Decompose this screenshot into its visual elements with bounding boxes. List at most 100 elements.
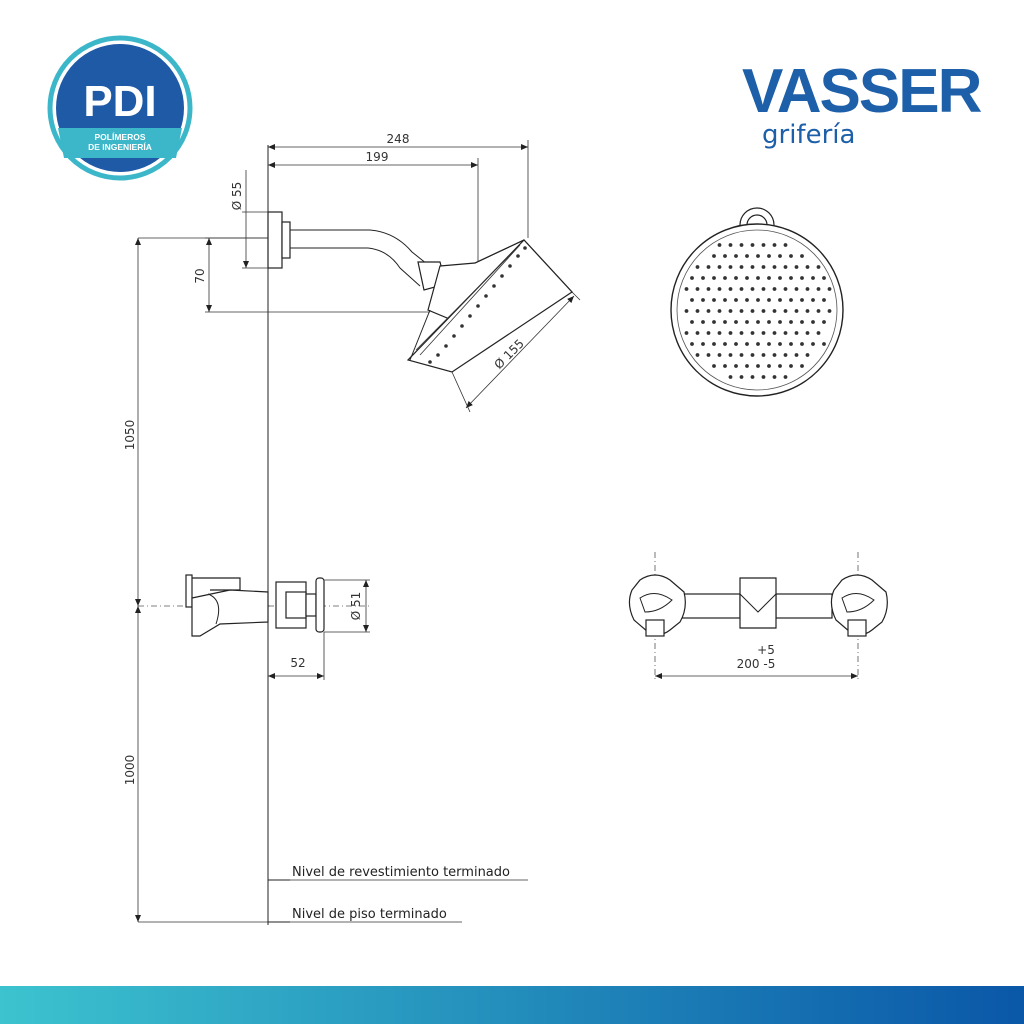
nozzle-dot (783, 243, 788, 247)
nozzle-dot (800, 364, 804, 368)
nozzle-dot (811, 342, 815, 346)
nozzle-dot (772, 287, 777, 291)
dim-arm-drop: 70 (193, 268, 207, 283)
nozzle-dot (805, 287, 810, 291)
height-dimensions: 1050 1000 (123, 237, 268, 922)
dim-valve-height: 1000 (123, 755, 137, 786)
nozzle-dot (745, 276, 749, 280)
nozzle-dot (717, 287, 722, 291)
dim-arm-total: 248 (387, 132, 410, 146)
dim-valve-spacing: 200 -5 (737, 657, 776, 671)
nozzle-dot (789, 320, 793, 324)
nozzle-dot (684, 309, 689, 313)
nozzle-dot (728, 331, 733, 335)
nozzle-dot (739, 287, 744, 291)
nozzle-dot (723, 342, 727, 346)
nozzle-dot (772, 331, 777, 335)
shower-arm-side-view (267, 211, 574, 373)
nozzle-dot (734, 298, 738, 302)
nozzle-dot (794, 287, 799, 291)
reference-lines: Nivel de revestimiento terminado Nivel d… (138, 145, 528, 925)
nozzle-dot (756, 276, 760, 280)
nozzle-dot (712, 254, 716, 258)
nozzle-dot (783, 265, 788, 269)
nozzle-dot (756, 320, 760, 324)
nozzle-dot (734, 254, 738, 258)
nozzle-dot (712, 342, 716, 346)
nozzle-dot (761, 265, 766, 269)
nozzle-dot (816, 287, 821, 291)
nozzle-dot (772, 375, 777, 379)
nozzle-dot (767, 276, 771, 280)
nozzle-dot (706, 331, 711, 335)
nozzle-dot (701, 298, 705, 302)
nozzle-dot (761, 375, 766, 379)
nozzle-dot (745, 320, 749, 324)
pdi-subtitle-1: POLÍMEROS (94, 132, 145, 142)
nozzle-dot (789, 254, 793, 258)
nozzle-dot (745, 254, 749, 258)
nozzle-dot (695, 353, 700, 357)
nozzle-dot (706, 309, 711, 313)
nozzle-dot (805, 331, 810, 335)
nozzle-dot (750, 353, 755, 357)
nozzle-dot (690, 298, 694, 302)
nozzle-dot (695, 287, 700, 291)
nozzle-dot (739, 375, 744, 379)
pdi-logo: PDI POLÍMEROS DE INGENIERÍA (47, 35, 193, 181)
nozzle-dot (811, 276, 815, 280)
nozzle-dot (767, 298, 771, 302)
nozzle-dot (739, 353, 744, 357)
dim-arm-length: 199 (366, 150, 389, 164)
nozzle-dot (783, 309, 788, 313)
nozzle-dot (728, 265, 733, 269)
nozzle-dot (772, 309, 777, 313)
nozzle-dot (794, 353, 799, 357)
nozzle-dot (761, 287, 766, 291)
nozzle-dot (750, 265, 755, 269)
nozzle-dot (822, 320, 826, 324)
nozzle-dot (772, 265, 777, 269)
nozzle-dot (690, 276, 694, 280)
nozzle-dot (805, 265, 810, 269)
nozzle-dot (706, 353, 711, 357)
nozzle-dot (778, 342, 782, 346)
nozzle-dot (756, 254, 760, 258)
dim-valve-spacing-tol: +5 (757, 643, 775, 657)
nozzle-dot (794, 265, 799, 269)
nozzle-dot (750, 287, 755, 291)
nozzle-dot (822, 298, 826, 302)
nozzle-dot (717, 243, 722, 247)
nozzle-dot (827, 309, 832, 313)
nozzle-dot (767, 342, 771, 346)
nozzle-dot (723, 320, 727, 324)
nozzle-dot (728, 375, 733, 379)
nozzle-dot (701, 320, 705, 324)
nozzle-dot (783, 331, 788, 335)
shower-head-front-view (670, 207, 844, 397)
nozzle-dot (778, 298, 782, 302)
nozzle-dot (717, 353, 722, 357)
pdi-title: PDI (83, 77, 156, 126)
nozzle-dot (767, 364, 771, 368)
nozzle-dot (701, 276, 705, 280)
nozzle-dot (728, 287, 733, 291)
nozzle-dot (805, 309, 810, 313)
nozzle-dot (728, 243, 733, 247)
nozzle-dot (712, 276, 716, 280)
dim-valve-depth: 52 (290, 656, 305, 670)
nozzle-dot (690, 342, 694, 346)
nozzle-dot (800, 342, 804, 346)
nozzle-dot (706, 265, 711, 269)
nozzle-dot (723, 298, 727, 302)
dim-valve-diameter: Ø 51 (349, 592, 363, 621)
nozzle-dot (816, 331, 821, 335)
nozzle-dot (767, 320, 771, 324)
nozzle-dot (717, 331, 722, 335)
nozzle-dot (789, 298, 793, 302)
valve-side-view: Ø 51 52 (138, 574, 372, 680)
nozzle-dot (783, 375, 788, 379)
nozzle-dot (800, 298, 804, 302)
nozzle-dot (690, 320, 694, 324)
nozzle-dot (794, 331, 799, 335)
